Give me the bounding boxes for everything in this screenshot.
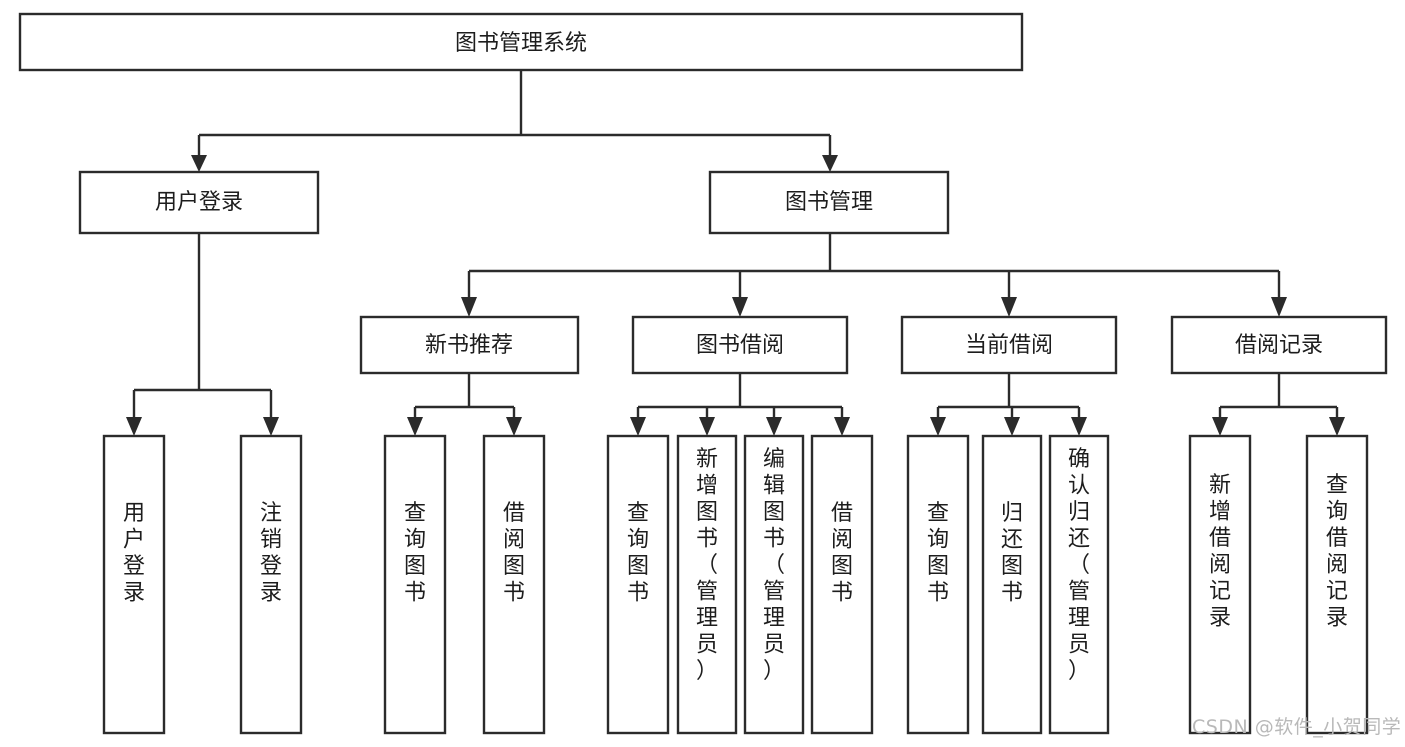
arrow-head-leaf-5 xyxy=(630,417,646,436)
node-leaf-6[interactable]: 新增图书（管理员） xyxy=(676,434,738,735)
node-leaf-3-box[interactable] xyxy=(383,434,447,735)
csdn-watermark: CSDN @软件_小贺同学 xyxy=(1192,716,1402,738)
node-leaf-3[interactable]: 查询图书 xyxy=(383,434,447,735)
node-leaf-13[interactable]: 查询借阅记录 xyxy=(1305,434,1369,735)
node-leaf-3-label: 查询图书 xyxy=(404,501,426,606)
node-leaf-5-label: 查询图书 xyxy=(627,501,649,606)
node-bookmgmt-label: 图书管理 xyxy=(785,190,873,215)
node-leaf-13-label: 查询借阅记录 xyxy=(1326,473,1348,631)
node-leaf-10[interactable]: 归还图书 xyxy=(981,434,1043,735)
node-leaf-6-box[interactable] xyxy=(676,434,738,735)
node-leaf-5-box[interactable] xyxy=(606,434,670,735)
node-leaf-9-label: 查询图书 xyxy=(927,501,949,606)
node-borrow-label: 图书借阅 xyxy=(696,333,784,358)
arrow-head-current xyxy=(1001,297,1017,317)
node-leaf-11-label: 确认归还（管理员） xyxy=(1068,447,1090,684)
node-newrec-box[interactable] xyxy=(359,315,580,375)
node-leaf-12[interactable]: 新增借阅记录 xyxy=(1188,434,1252,735)
node-leaf-4-box[interactable] xyxy=(482,434,546,735)
node-current-box[interactable] xyxy=(900,315,1118,375)
node-leaf-12-box[interactable] xyxy=(1188,434,1252,735)
node-leaf-10-box[interactable] xyxy=(981,434,1043,735)
node-borrow-box[interactable] xyxy=(631,315,849,375)
arrow-head-leaf-6 xyxy=(699,417,715,436)
arrow-head-leaf-8 xyxy=(834,417,850,436)
node-leaf-1[interactable]: 用户登录 xyxy=(102,434,166,735)
arrow-head-borrow xyxy=(732,297,748,317)
node-login-label: 用户登录 xyxy=(155,190,243,215)
arrow-head-records xyxy=(1271,297,1287,317)
node-bookmgmt-box[interactable] xyxy=(708,170,950,235)
node-login-box[interactable] xyxy=(78,170,320,235)
arrow-head-bookmgmt xyxy=(822,155,838,172)
arrow-head-login xyxy=(191,155,207,172)
node-leaf-12-label: 新增借阅记录 xyxy=(1209,473,1231,631)
node-leaf-9-box[interactable] xyxy=(906,434,970,735)
node-leaf-7-box[interactable] xyxy=(743,434,805,735)
node-leaf-8-box[interactable] xyxy=(810,434,874,735)
node-borrow[interactable]: 图书借阅 xyxy=(631,315,849,375)
node-leaf-4[interactable]: 借阅图书 xyxy=(482,434,546,735)
node-leaf-1-box[interactable] xyxy=(102,434,166,735)
node-newrec-label: 新书推荐 xyxy=(425,333,513,358)
node-leaf-10-label: 归还图书 xyxy=(1001,501,1023,606)
node-leaf-9[interactable]: 查询图书 xyxy=(906,434,970,735)
arrow-head-leaf-12 xyxy=(1212,417,1228,436)
node-leaf-2[interactable]: 注销登录 xyxy=(239,434,303,735)
node-root-box[interactable] xyxy=(18,12,1024,72)
node-leaf-7-label: 编辑图书（管理员） xyxy=(763,447,785,684)
node-leaf-6-label: 新增图书（管理员） xyxy=(696,447,718,684)
node-leaf-1-label: 用户登录 xyxy=(123,501,145,606)
node-leaf-11-box[interactable] xyxy=(1048,434,1110,735)
node-records-box[interactable] xyxy=(1170,315,1388,375)
arrow-head-leaf-11 xyxy=(1071,417,1087,436)
node-records-label: 借阅记录 xyxy=(1235,333,1323,358)
node-root-label: 图书管理系统 xyxy=(455,31,587,56)
arrow-head-leaf-10 xyxy=(1004,417,1020,436)
node-leaf-5[interactable]: 查询图书 xyxy=(606,434,670,735)
node-records[interactable]: 借阅记录 xyxy=(1170,315,1388,375)
node-leaf-8-label: 借阅图书 xyxy=(831,501,853,606)
arrow-head-leaf-1 xyxy=(126,417,142,436)
node-newrec[interactable]: 新书推荐 xyxy=(359,315,580,375)
node-leaf-13-box[interactable] xyxy=(1305,434,1369,735)
node-leaf-4-label: 借阅图书 xyxy=(503,501,525,606)
node-current[interactable]: 当前借阅 xyxy=(900,315,1118,375)
node-bookmgmt[interactable]: 图书管理 xyxy=(708,170,950,235)
node-root[interactable]: 图书管理系统 xyxy=(18,12,1024,72)
arrow-head-newrec xyxy=(461,297,477,317)
arrow-head-leaf-9 xyxy=(930,417,946,436)
node-leaf-7[interactable]: 编辑图书（管理员） xyxy=(743,434,805,735)
arrow-head-leaf-4 xyxy=(506,417,522,436)
node-current-label: 当前借阅 xyxy=(965,333,1053,358)
node-login[interactable]: 用户登录 xyxy=(78,170,320,235)
node-leaf-2-label: 注销登录 xyxy=(260,501,282,606)
arrow-head-leaf-13 xyxy=(1329,417,1345,436)
arrow-head-leaf-2 xyxy=(263,417,279,436)
connector-layer xyxy=(126,70,1345,436)
arrow-head-leaf-7 xyxy=(766,417,782,436)
node-leaf-11[interactable]: 确认归还（管理员） xyxy=(1048,434,1110,735)
arrow-head-leaf-3 xyxy=(407,417,423,436)
node-leaf-8[interactable]: 借阅图书 xyxy=(810,434,874,735)
node-leaf-2-box[interactable] xyxy=(239,434,303,735)
